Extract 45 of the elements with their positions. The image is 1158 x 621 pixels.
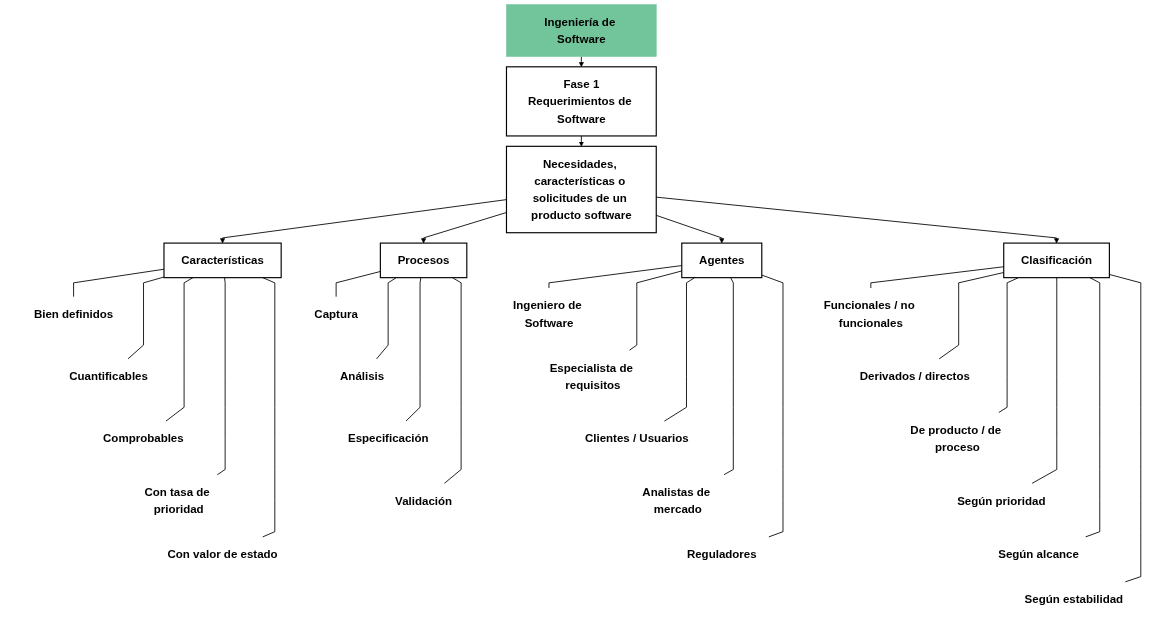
connector xyxy=(405,277,422,422)
node-box: Clasificación xyxy=(1003,242,1111,279)
node-text: Cuantificables xyxy=(69,369,149,383)
connector xyxy=(870,266,1005,289)
connector xyxy=(939,272,1005,360)
node-text: Análisis xyxy=(340,369,385,383)
connector xyxy=(1032,277,1058,484)
node-text: Derivados / directos xyxy=(859,369,971,383)
node-text: Con tasa de prioridad xyxy=(144,485,210,516)
node-box: Ingeniería de Software xyxy=(506,4,657,57)
node-text: Según alcance xyxy=(998,547,1080,561)
node-box: Necesidades, características o solicitudes de un producto software xyxy=(506,145,658,234)
node-text: Especialista de requisitos xyxy=(549,361,634,392)
connector xyxy=(262,277,276,538)
node-text: Bien definidos xyxy=(34,307,114,321)
connector xyxy=(1085,277,1101,538)
node-box: Agentes xyxy=(681,242,763,279)
node-text: Según prioridad xyxy=(957,494,1046,507)
node-text: Captura xyxy=(314,307,359,321)
node-box: Procesos xyxy=(380,242,468,279)
node-box: Características xyxy=(163,242,283,279)
connector xyxy=(629,270,683,351)
connector xyxy=(723,277,734,476)
connector xyxy=(217,277,226,476)
connector xyxy=(376,277,397,360)
node-text: De producto / de proceso xyxy=(910,423,1002,454)
node-text: Analistas de mercado xyxy=(642,485,711,516)
connector xyxy=(664,277,696,422)
connector xyxy=(548,265,683,289)
node-text: Clientes / Usuarios xyxy=(585,432,689,445)
node-text: Comprobables xyxy=(103,432,184,445)
connector xyxy=(444,277,462,484)
node-text: Según estabilidad xyxy=(1024,592,1124,606)
connector xyxy=(73,268,165,298)
connector xyxy=(998,277,1020,413)
connector xyxy=(165,277,194,422)
node-text: Reguladores xyxy=(687,547,757,561)
node-text: Validación xyxy=(395,494,453,507)
connector xyxy=(1109,274,1142,583)
node-text: Ingeniero de Software xyxy=(513,298,582,329)
node-text: Funcionales / no funcionales xyxy=(824,298,915,329)
node-text: Especificación xyxy=(348,432,429,445)
node-box: Fase 1 Requerimientos de Software xyxy=(506,66,658,137)
node-text: Con valor de estado xyxy=(167,547,278,561)
connector xyxy=(127,276,165,360)
